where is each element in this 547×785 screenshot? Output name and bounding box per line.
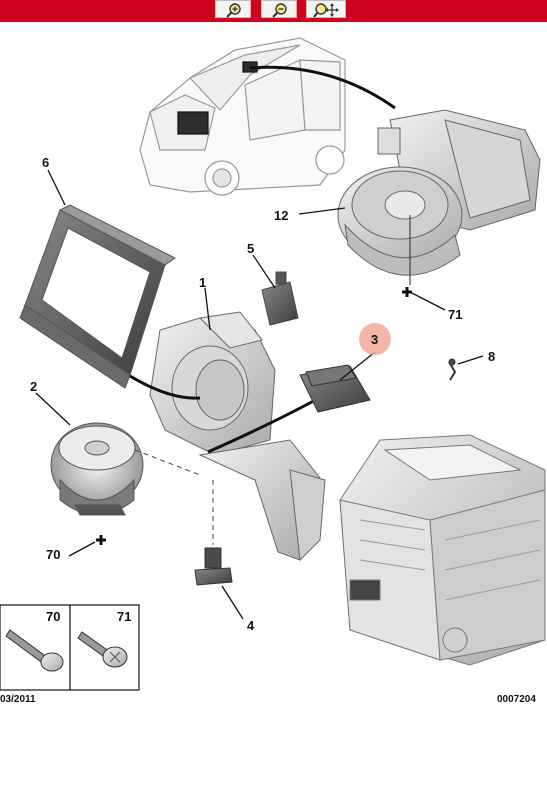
fastener-71-label: 71 — [117, 609, 131, 624]
fastener-70-label: 70 — [46, 609, 60, 624]
zoom-in-button[interactable] — [215, 0, 251, 18]
callout-6[interactable]: 6 — [42, 155, 49, 170]
zoom-out-button[interactable] — [261, 0, 297, 18]
part-8-sensor — [448, 358, 457, 381]
callout-2[interactable]: 2 — [30, 379, 37, 394]
callout-70[interactable]: 70 — [46, 547, 60, 562]
callout-3[interactable]: 3 — [371, 332, 378, 347]
hvac-unit — [339, 434, 546, 666]
part-3-resistor-module — [299, 364, 371, 413]
parts-diagram: 6 1 5 2 12 3 8 71 70 4 70 71 03/2011 000… — [0, 37, 546, 705]
part-2-blower-fan — [50, 422, 144, 516]
fan-guide-line — [134, 449, 201, 476]
zoom-out-icon — [272, 3, 287, 18]
zoom-pan-button[interactable] — [306, 0, 346, 18]
callout-leaders — [35, 169, 484, 620]
callout-12[interactable]: 12 — [274, 208, 288, 223]
diagram-reference: 0007204 — [497, 694, 536, 705]
screw-71-icon — [77, 631, 128, 668]
zoom-in-icon — [226, 3, 241, 18]
callout-1[interactable]: 1 — [199, 275, 206, 290]
callout-5[interactable]: 5 — [247, 241, 254, 256]
vehicle-leader-line — [249, 65, 396, 110]
screw-markers — [96, 287, 412, 545]
part-5-actuator — [261, 271, 299, 326]
diagram-date: 03/2011 — [0, 694, 36, 705]
screw-70-icon — [5, 629, 64, 672]
leader-1 — [129, 374, 201, 400]
zoom-pan-icon — [313, 3, 339, 18]
callout-4[interactable]: 4 — [247, 618, 255, 633]
callout-8[interactable]: 8 — [488, 349, 495, 364]
air-duct — [198, 439, 326, 562]
fastener-table: 70 71 — [0, 604, 140, 691]
selected-callout-highlight — [359, 323, 391, 355]
callout-71[interactable]: 71 — [448, 307, 462, 322]
part-6-frame — [19, 204, 176, 389]
part-12-housing — [337, 109, 541, 285]
viewer-toolbar — [0, 0, 547, 22]
part-1-blower-casing — [149, 311, 276, 456]
part-4-connector — [194, 480, 233, 586]
vehicle-outline — [139, 37, 346, 196]
